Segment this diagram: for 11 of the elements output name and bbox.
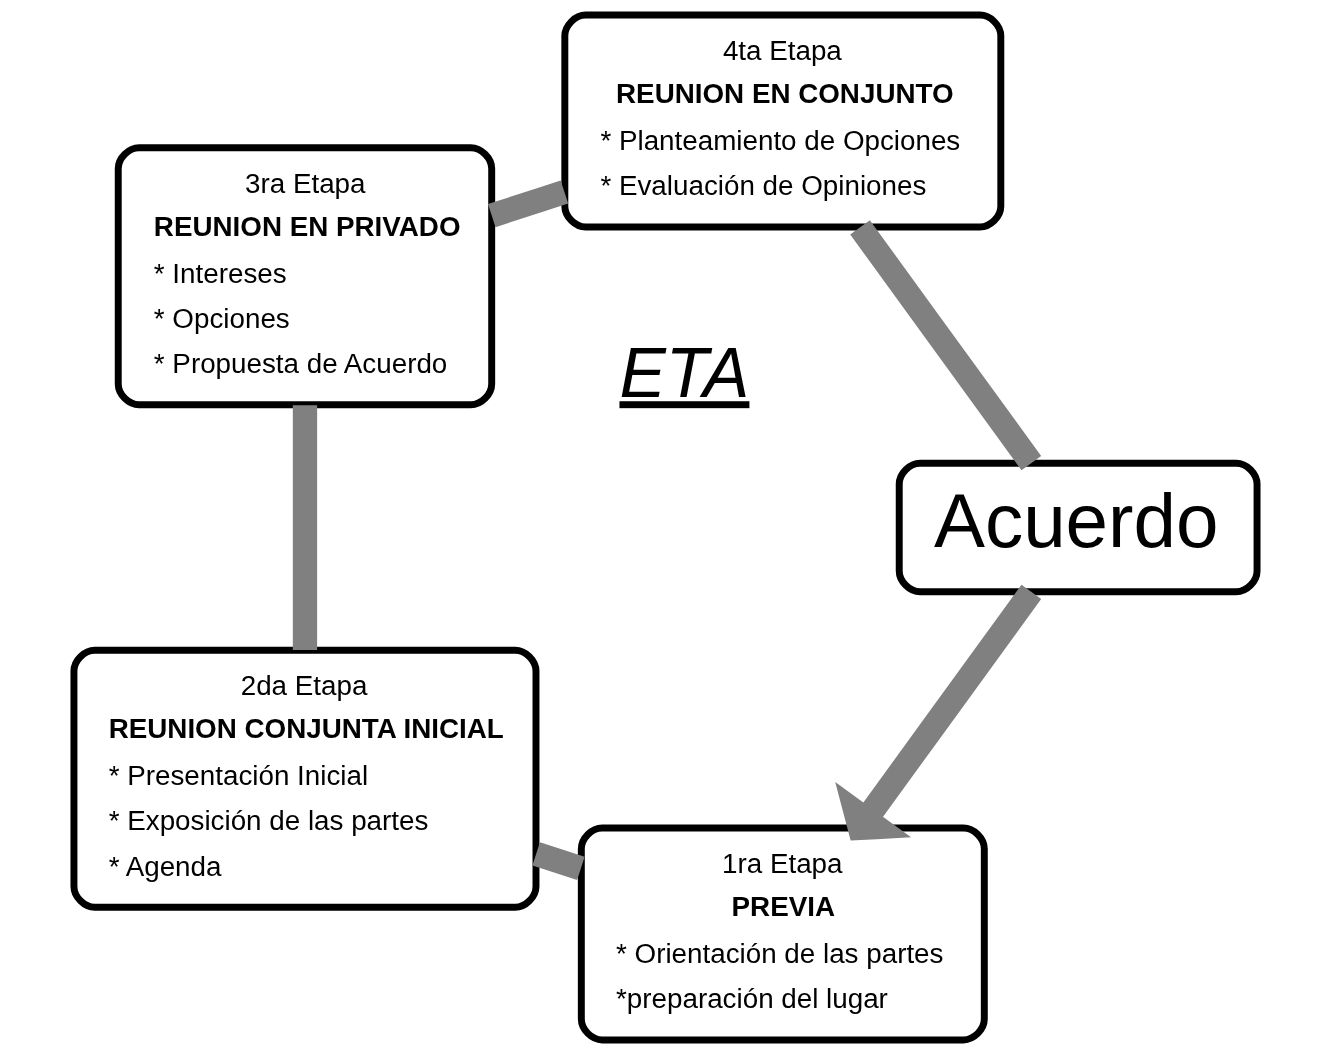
node-box: 1ra Etapa PREVIA * Orientación de las partes *preparación del lugar — [577, 824, 988, 1044]
connector — [532, 842, 585, 880]
label: ETA — [619, 334, 750, 413]
node-box: 3ra Etapa REUNION EN PRIVADO * Intereses * Opciones * Propuesta de Acuerdo — [114, 144, 496, 409]
connector — [488, 180, 569, 228]
arrow — [835, 584, 1042, 841]
node-box: 2da Etapa REUNION CONJUNTA INICIAL * Presentación Inicial * Exposición de las partes * Agenda — [70, 646, 540, 911]
connector — [850, 220, 1042, 471]
node-box: 4ta Etapa REUNION EN CONJUNTO * Planteamiento de Opciones * Evaluación de Opiniones — [561, 11, 1005, 231]
node-box: Acuerdo — [895, 459, 1261, 596]
connector — [292, 405, 318, 650]
